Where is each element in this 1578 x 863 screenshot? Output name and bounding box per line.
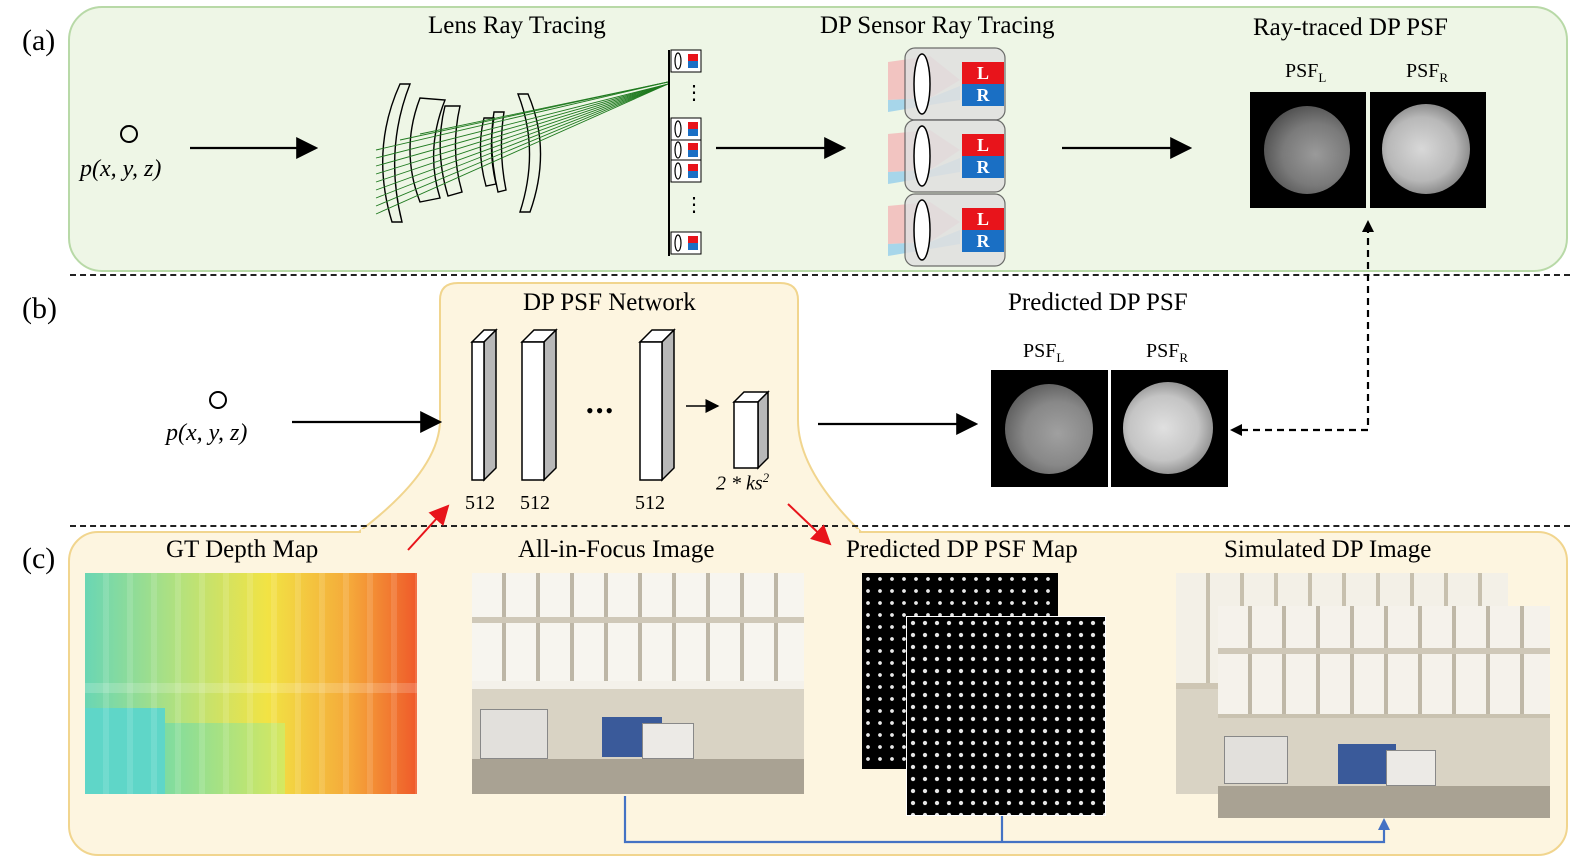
dp-pixel-stack bbox=[670, 49, 702, 255]
ellipsis-bottom: ⋮ bbox=[684, 194, 704, 216]
ellipsis-top: ⋮ bbox=[684, 82, 704, 104]
panel-tag-b: (b) bbox=[22, 292, 57, 325]
loss-connection bbox=[1236, 226, 1370, 432]
sensor-pixel-3 bbox=[888, 193, 1006, 267]
ray-traced-psf-title: Ray-traced DP PSF bbox=[1253, 14, 1448, 41]
network-title: DP PSF Network bbox=[523, 289, 696, 316]
point-label-a: p(x, y, z) bbox=[80, 156, 162, 182]
sensor-pixel-1 bbox=[888, 47, 1006, 121]
all-in-focus-image bbox=[472, 573, 804, 794]
separator-ab bbox=[70, 274, 1570, 276]
pixel-l-label-1: L bbox=[976, 63, 989, 83]
pixel-l-label-2: L bbox=[976, 135, 989, 155]
depth-map-title: GT Depth Map bbox=[166, 536, 319, 563]
psf-r-label-b: PSFR bbox=[1146, 340, 1189, 365]
flow-arrowhead bbox=[1378, 818, 1390, 830]
depth-map-image bbox=[85, 573, 417, 794]
layer-1 bbox=[470, 328, 498, 482]
panel-tag-a: (a) bbox=[22, 24, 56, 57]
layer-2 bbox=[520, 328, 558, 482]
psf-right-image-b bbox=[1111, 370, 1228, 487]
flow-line bbox=[623, 796, 1386, 844]
ray-bundle bbox=[375, 81, 669, 215]
point-source-icon bbox=[120, 125, 138, 143]
point-label-b: p(x, y, z) bbox=[166, 420, 248, 446]
red-arrow-network-to-psfmap bbox=[787, 503, 832, 546]
sensor-pixel-2 bbox=[888, 119, 1006, 193]
psf-map-title: Predicted DP PSF Map bbox=[846, 536, 1078, 563]
red-arrow-depth-to-network bbox=[407, 504, 450, 551]
psf-l-label-b: PSFL bbox=[1023, 340, 1065, 365]
dp-sensor-ray-tracing-title: DP Sensor Ray Tracing bbox=[820, 12, 1055, 39]
psf-right-image-a bbox=[1370, 92, 1486, 208]
layer-3 bbox=[638, 328, 676, 482]
layer-2-label: 512 bbox=[520, 492, 550, 514]
pixel-r-label-3: R bbox=[976, 231, 990, 251]
psf-map-front bbox=[906, 616, 1106, 816]
pixel-l-label-3: L bbox=[976, 209, 989, 229]
layer-3-label: 512 bbox=[635, 492, 665, 514]
pixel-r-label-2: R bbox=[976, 157, 990, 177]
lens-ray-tracing-title: Lens Ray Tracing bbox=[428, 12, 606, 39]
psf-left-image-b bbox=[991, 370, 1108, 487]
output-layer-label: 2 * ks2 bbox=[716, 470, 770, 495]
psf-r-label-a: PSFR bbox=[1406, 60, 1449, 85]
simulated-dp-front bbox=[1218, 606, 1550, 818]
layer-1-label: 512 bbox=[465, 492, 495, 514]
network-layers bbox=[470, 328, 770, 482]
predicted-psf-title: Predicted DP PSF bbox=[1008, 289, 1188, 316]
pixel-r-label-1: R bbox=[976, 85, 990, 105]
simulated-dp-title: Simulated DP Image bbox=[1224, 536, 1432, 563]
psf-l-label-a: PSFL bbox=[1285, 60, 1327, 85]
output-layer bbox=[732, 390, 770, 470]
layer-ellipsis: ••• bbox=[586, 398, 616, 423]
all-in-focus-title: All-in-Focus Image bbox=[518, 536, 715, 563]
point-source-icon-b bbox=[209, 391, 227, 409]
psf-left-image-a bbox=[1250, 92, 1366, 208]
panel-tag-c: (c) bbox=[22, 542, 56, 575]
